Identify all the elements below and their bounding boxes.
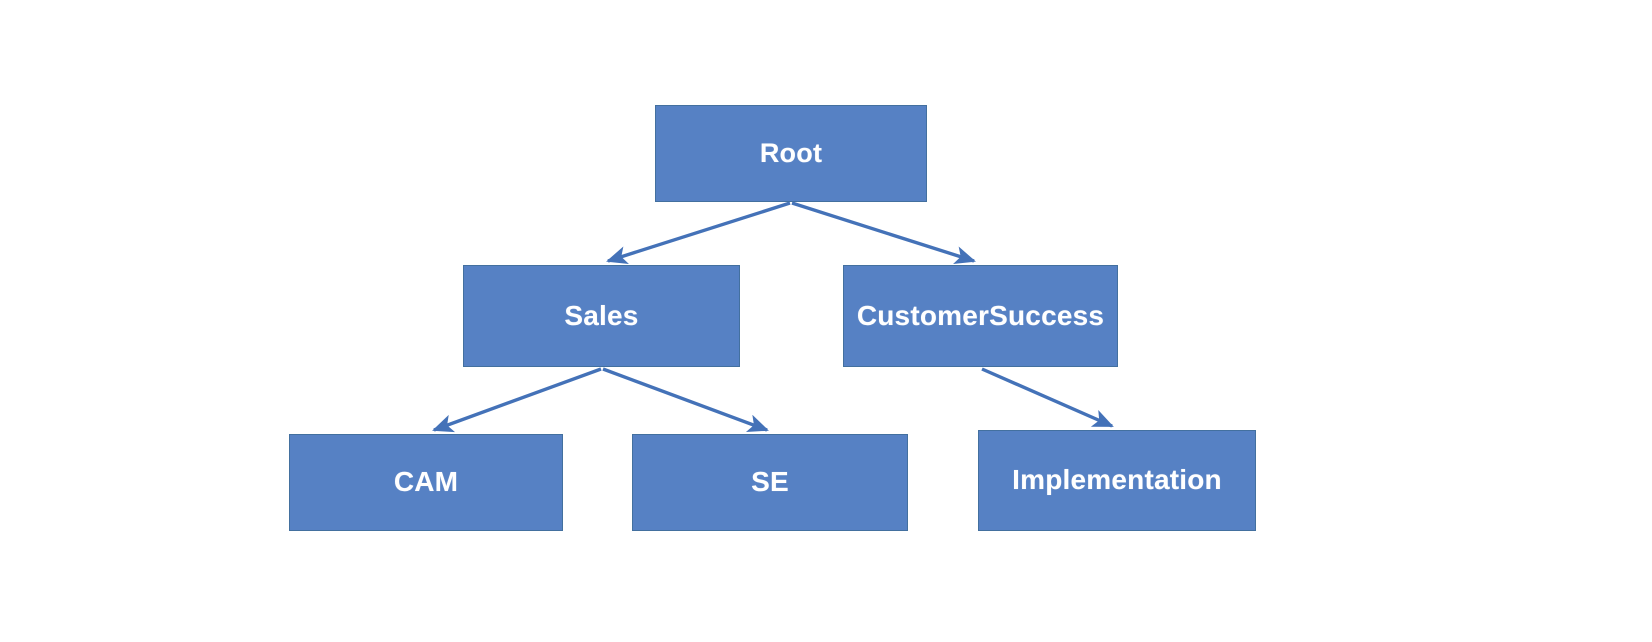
edge-customersuccess-implementation <box>981 367 1114 428</box>
node-implementation-label: Implementation <box>1012 464 1222 496</box>
node-implementation[interactable]: Implementation <box>978 430 1256 531</box>
node-sales[interactable]: Sales <box>463 265 740 367</box>
node-customersuccess-label: CustomerSuccess <box>856 299 1105 331</box>
edge-root-sales <box>606 201 791 264</box>
node-root[interactable]: Root <box>655 105 927 202</box>
node-se-label: SE <box>751 466 789 498</box>
edge-sales-cam <box>432 367 602 433</box>
node-cam-label: CAM <box>393 466 459 498</box>
edge-root-customersuccess <box>791 201 976 264</box>
node-customersuccess[interactable]: CustomerSuccess <box>843 265 1118 367</box>
node-cam[interactable]: CAM <box>289 434 563 531</box>
node-root-label: Root <box>759 137 823 168</box>
node-se[interactable]: SE <box>632 434 908 531</box>
node-sales-label: Sales <box>564 299 639 331</box>
edge-sales-se <box>602 367 769 432</box>
